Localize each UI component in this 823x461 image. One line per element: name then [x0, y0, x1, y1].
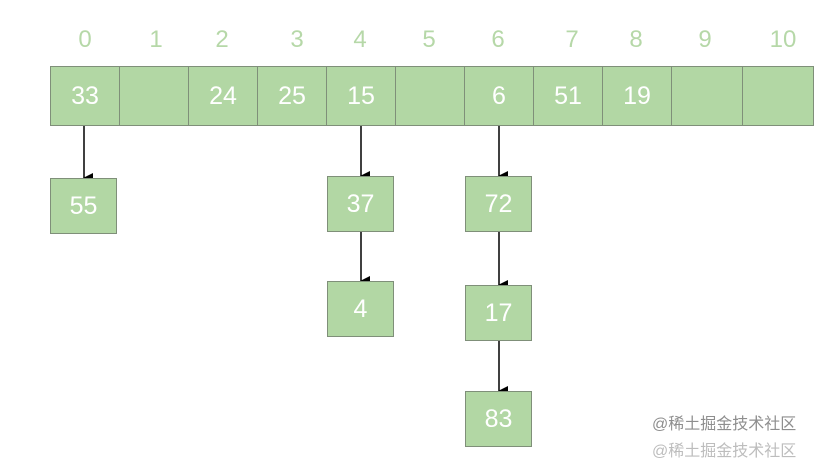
slot-index-0: 0 [78, 26, 92, 53]
slot-index-6: 6 [491, 26, 505, 53]
chain-node-72: 72 [465, 176, 532, 232]
table-slot-7: 51 [533, 66, 603, 126]
slot-index-5: 5 [422, 26, 436, 53]
table-slot-10 [742, 66, 814, 126]
slot-index-10: 10 [769, 26, 797, 53]
slot-index-8: 8 [629, 26, 643, 53]
chain-node-83: 83 [465, 391, 532, 447]
watermark-duplicate: @稀土掘金技术社区 [652, 443, 797, 460]
table-slot-5 [395, 66, 465, 126]
table-slot-0: 33 [50, 66, 120, 126]
chain-node-17: 17 [465, 285, 532, 341]
watermark: @稀土掘金技术社区 [652, 416, 797, 433]
chain-node-4: 4 [327, 281, 394, 337]
slot-index-7: 7 [565, 26, 579, 53]
chain-node-37: 37 [327, 176, 394, 232]
slot-index-3: 3 [290, 26, 304, 53]
table-slot-9 [671, 66, 743, 126]
slot-index-4: 4 [353, 26, 367, 53]
chain-arrows [83, 126, 508, 396]
chain-node-55: 55 [50, 178, 117, 234]
slot-index-2: 2 [215, 26, 229, 53]
slot-index-1: 1 [149, 26, 163, 53]
slot-index-9: 9 [698, 26, 712, 53]
table-slot-2: 24 [188, 66, 258, 126]
table-slot-3: 25 [257, 66, 327, 126]
